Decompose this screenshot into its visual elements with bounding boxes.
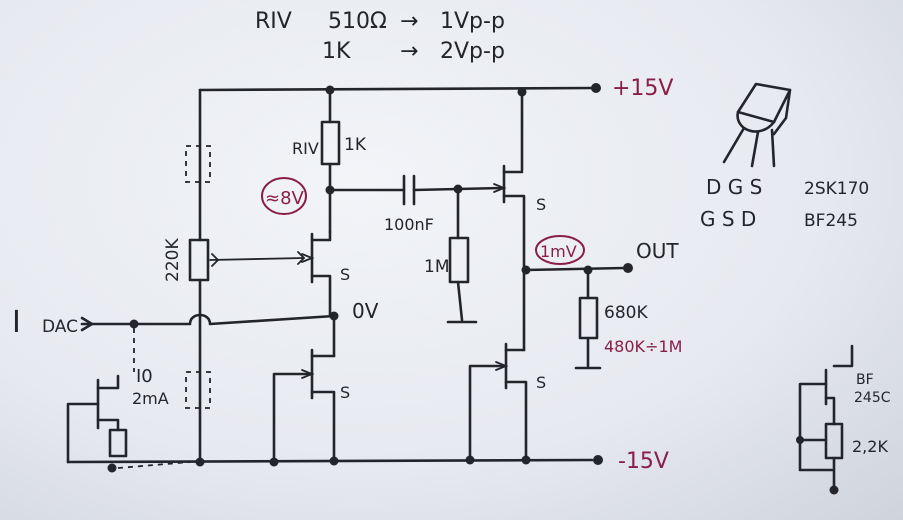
idac-label-main: I [12,305,21,340]
package-body-curve [736,110,776,133]
q3-gate-arrow [493,183,507,193]
q4-source-label: S [536,373,546,392]
alt-jfet-label-1: BF [856,372,874,388]
pinout-row1-part: 2SK170 [804,179,869,199]
load-resistor-range-label: 480K÷1M [604,337,682,356]
riv-resistor [320,120,341,166]
package-side-face [772,88,792,136]
alt-jfet-label-2: 245C [854,390,891,406]
q2-source-lead [310,390,336,464]
negative-rail-terminal [593,455,603,465]
pot-wiper-arrow-right [297,251,306,265]
riv-label: RIV [292,139,319,158]
pot-wiper-wire [209,257,305,261]
negative-supply-label: -15V [618,449,669,474]
positive-supply-label: +15V [612,76,673,101]
alt-resistor-label: 2,2K [852,437,888,456]
positive-rail-terminal [591,83,601,93]
q4-source-lead [504,380,528,462]
io-dashed-to-bus [117,461,191,469]
coupling-capacitor [402,174,416,206]
alt-source-resistor [824,422,844,460]
q3-source-lead [502,194,526,274]
alt-node-wiper [796,436,804,444]
q1-source-lead [310,274,332,318]
pinout-row2-part: BF245 [804,211,858,231]
alt-source-top-wire [832,344,854,368]
header-row2-output: 2Vp-p [440,39,505,64]
node-io-bottom [107,463,117,473]
header-row2-arrow: → [400,39,418,64]
output-voltage-circle [535,235,585,265]
io-jfet-source [96,418,120,432]
load-resistor-label: 680K [604,303,648,323]
node-rail-q2-gate [269,457,279,467]
drain-voltage-circle [261,177,307,215]
node-rail-q4-gate [465,455,475,465]
io-jfet-gate-wire [66,402,100,464]
pot-wiper-arrow-left [211,253,220,267]
gate-resistor-1m [448,236,470,284]
output-voltage-label: 1mV [540,242,577,261]
io-current-label: 2mA [132,389,169,408]
header-riv-label: RIV [255,9,292,34]
q1-drain-lead [310,230,332,242]
output-wire [524,266,626,272]
alt-jfet-source [824,396,836,426]
idac-input-wire [80,313,336,326]
node-rail-left [195,457,205,467]
header-row2-resistance: 1K [322,39,351,64]
load-resistor [578,296,599,340]
q3-source-label: S [536,195,546,214]
header-row1-arrow: → [400,9,418,34]
node-idac [129,319,139,329]
q4-gate-wire [468,364,508,462]
q1-source-label: S [340,265,350,284]
io-source-resistor [108,428,128,458]
q2-gate-wire [272,372,314,464]
header-row1-resistance: 510Ω [328,9,387,34]
capacitor-label: 100nF [384,215,434,234]
gate-resistor-label: 1M [424,257,449,277]
zero-volt-label: 0V [352,299,379,323]
pot-220k-label: 220K [163,238,183,282]
optional-resistor-bottom [185,371,211,409]
idac-input-arrow [80,316,94,332]
alt-jfet-gate-wire [798,382,834,472]
pot-220k [188,238,210,282]
positive-rail-wire [198,86,594,92]
io-jfet-drain [96,374,120,390]
output-label: OUT [636,239,679,263]
idac-label-sub: DAC [42,317,78,337]
drain-voltage-label: ≈8V [265,188,305,209]
load-resistor-ground [574,336,602,370]
q2-source-label: S [340,383,350,402]
riv-value-label: 1K [344,135,367,155]
output-terminal [623,263,633,273]
header-row1-output: 1Vp-p [440,9,505,34]
io-label: I0 [136,366,153,387]
q2-gate-arrow [301,369,315,379]
optional-resistor-top [185,145,211,183]
package-pins [722,126,776,168]
gate-resistor-ground [446,280,478,324]
alt-bottom-terminal [829,485,839,495]
node-rail-q2-source [329,456,339,466]
q1-gate-arrow [301,253,315,263]
pinout-row2-pins: G S D [700,207,756,231]
package-top-face [736,82,792,124]
q4-gate-arrow [495,361,509,371]
pinout-row1-pins: D G S [706,175,762,199]
node-rail-q4-source [521,455,531,465]
